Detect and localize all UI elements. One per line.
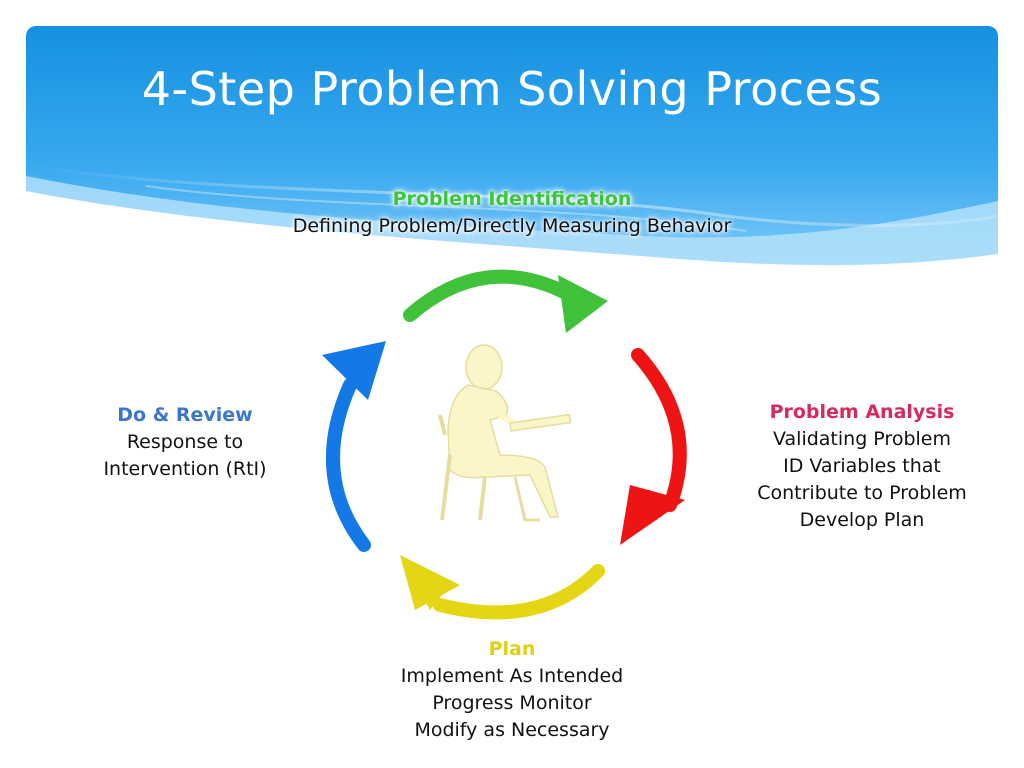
page-title: 4-Step Problem Solving Process	[141, 62, 883, 116]
problem-identification-line-1: Defining Problem/Directly Measuring Beha…	[292, 215, 732, 237]
problem-analysis-heading: Problem Analysis	[769, 401, 955, 423]
do-review-line-2: Intervention (RtI)	[103, 458, 267, 480]
problem-analysis-line-4: Develop Plan	[799, 509, 925, 531]
do-review-label: Do & Review Response to Intervention (Rt…	[60, 402, 310, 483]
yellow-arrow	[400, 555, 605, 620]
cycle-diagram	[322, 269, 687, 620]
plan-line-1: Implement As Intended	[400, 665, 624, 687]
red-arrow	[620, 348, 687, 545]
plan-heading: Plan	[488, 638, 536, 660]
problem-analysis-line-1: Validating Problem	[773, 428, 951, 450]
seated-student-icon	[438, 344, 572, 522]
green-arrow	[403, 269, 608, 333]
do-review-line-1: Response to	[126, 431, 244, 453]
plan-line-3: Modify as Necessary	[414, 719, 610, 741]
header-wave-background	[26, 26, 998, 286]
plan-label: Plan Implement As Intended Progress Moni…	[352, 636, 672, 744]
blue-arrow	[322, 341, 386, 552]
problem-identification-heading: Problem Identification	[392, 188, 632, 210]
problem-analysis-label: Problem Analysis Validating Problem ID V…	[722, 399, 1002, 534]
plan-line-2: Progress Monitor	[432, 692, 592, 714]
do-review-heading: Do & Review	[117, 404, 253, 426]
problem-analysis-line-2: ID Variables that	[783, 455, 941, 477]
problem-identification-label: Problem Identification Defining Problem/…	[200, 186, 824, 240]
problem-analysis-line-3: Contribute to Problem	[757, 482, 967, 504]
header-banner	[26, 26, 998, 286]
